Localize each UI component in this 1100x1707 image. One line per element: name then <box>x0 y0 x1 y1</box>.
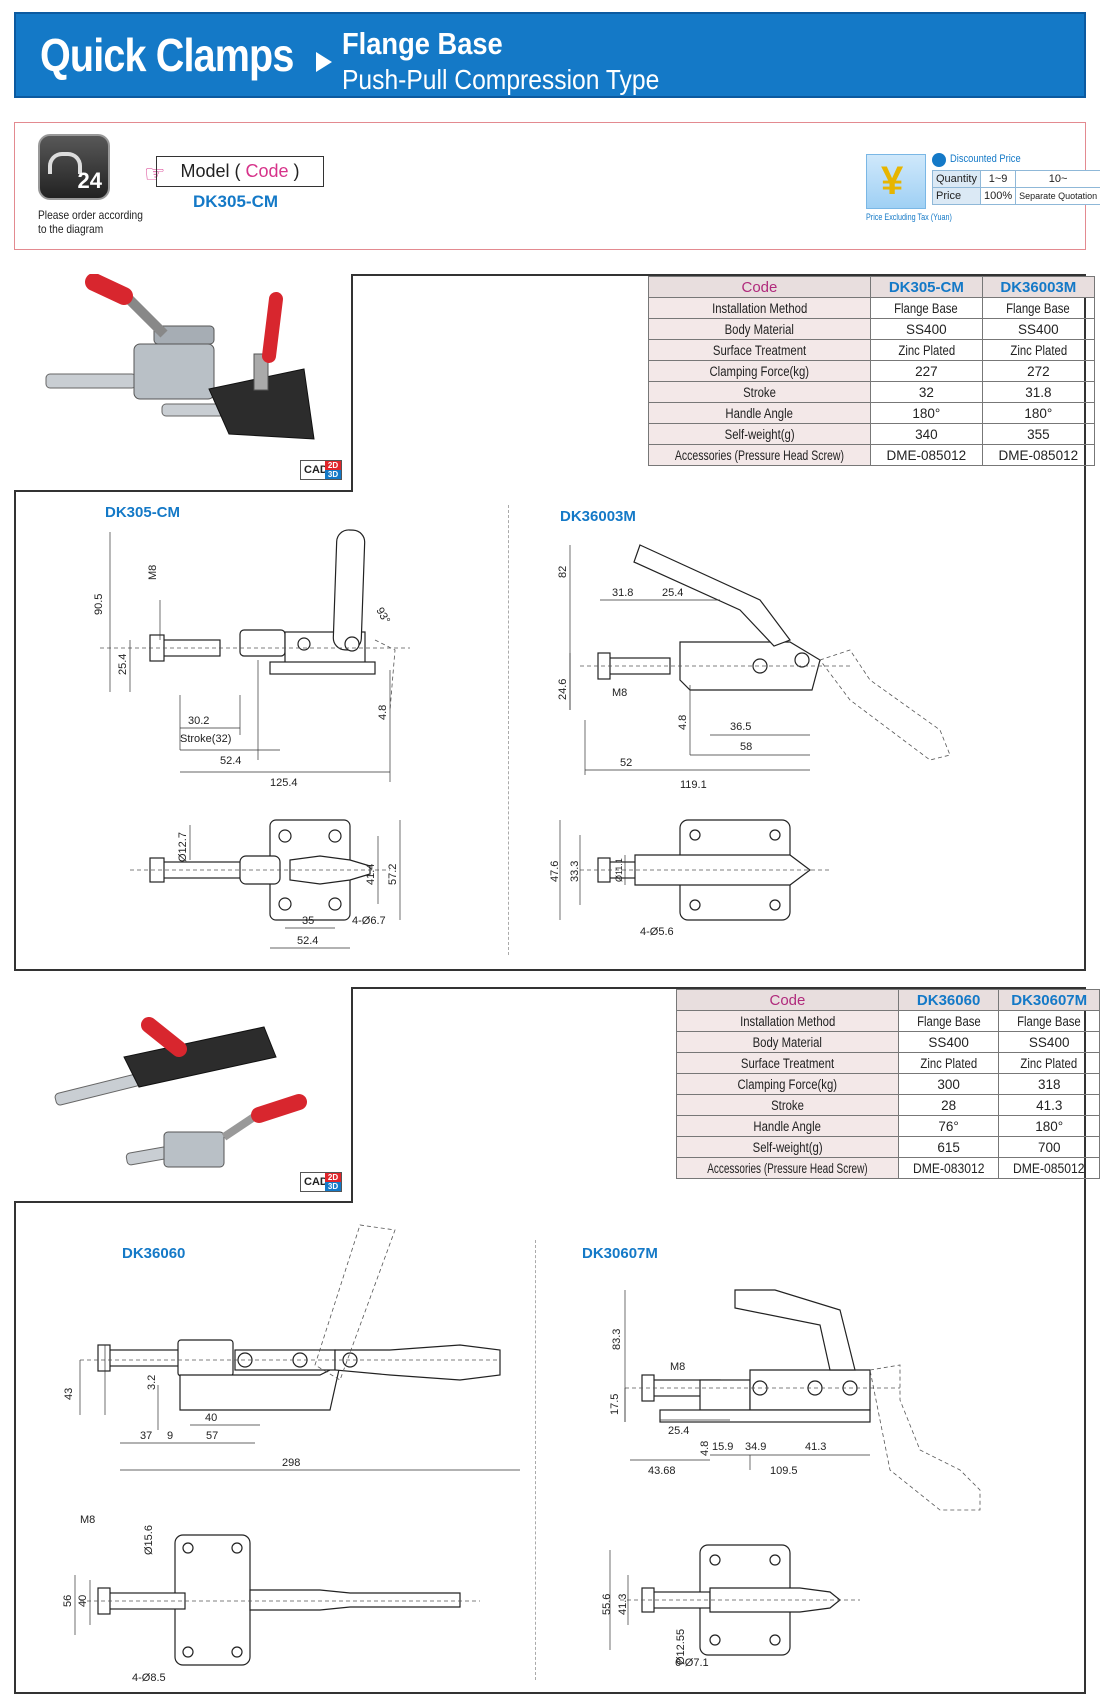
svg-text:36.5: 36.5 <box>730 721 751 733</box>
svg-text:17.5: 17.5 <box>609 1394 621 1415</box>
svg-text:M8: M8 <box>80 1514 95 1526</box>
svg-text:4.8: 4.8 <box>377 705 389 720</box>
svg-text:15.9: 15.9 <box>712 1441 733 1453</box>
pointing-hand-icon: ☞ <box>144 161 166 188</box>
svg-text:125.4: 125.4 <box>270 777 298 789</box>
svg-text:41.3: 41.3 <box>617 1594 629 1615</box>
svg-text:35: 35 <box>302 915 314 927</box>
phone-24h-icon: 24 <box>38 134 110 200</box>
model-value: DK305-CM <box>193 192 279 211</box>
yen-icon: ¥ <box>866 154 926 209</box>
drawing-dk36060: 43 3.2 40 37 9 57 298 M8 Ø15.6 56 40 4-Ø… <box>62 1224 520 1684</box>
svg-text:25.4: 25.4 <box>668 1425 689 1437</box>
drawing-title-dk30607: DK30607M <box>582 1245 658 1262</box>
product-photo-2 <box>14 987 353 1203</box>
svg-text:4.8: 4.8 <box>699 1441 711 1456</box>
svg-text:37: 37 <box>140 1430 152 1442</box>
drawing-title-dk36060: DK36060 <box>122 1245 186 1262</box>
price-dot-icon <box>932 153 946 167</box>
svg-text:55.6: 55.6 <box>601 1594 613 1615</box>
svg-text:52.4: 52.4 <box>297 935 318 947</box>
svg-text:4-Ø6.7: 4-Ø6.7 <box>352 915 386 927</box>
svg-text:4.8: 4.8 <box>677 715 689 730</box>
svg-text:109.5: 109.5 <box>770 1465 798 1477</box>
svg-text:52: 52 <box>620 757 632 769</box>
svg-text:31.8: 31.8 <box>612 587 633 599</box>
svg-text:9: 9 <box>167 1430 173 1442</box>
svg-text:52.4: 52.4 <box>220 755 241 767</box>
svg-text:6-Ø7.1: 6-Ø7.1 <box>675 1657 709 1669</box>
category-title: Flange Base <box>342 26 503 61</box>
order-note: Please order according to the diagram <box>38 208 143 236</box>
svg-text:Ø12.55: Ø12.55 <box>675 1629 687 1665</box>
svg-text:34.9: 34.9 <box>745 1441 766 1453</box>
product-photo-1 <box>14 273 353 492</box>
svg-text:57: 57 <box>206 1430 218 1442</box>
svg-text:Ø11.1: Ø11.1 <box>614 858 624 882</box>
svg-text:3.2: 3.2 <box>146 1375 158 1390</box>
panel-divider <box>508 505 509 955</box>
product-panel-2 <box>14 987 1086 1694</box>
svg-text:41.3: 41.3 <box>805 1441 826 1453</box>
svg-text:119.1: 119.1 <box>680 779 707 791</box>
page-header: Quick Clamps Flange Base Push-Pull Compr… <box>14 12 1086 98</box>
type-title: Push-Pull Compression Type <box>342 64 660 95</box>
svg-text:41.4: 41.4 <box>365 864 377 885</box>
svg-text:4-Ø8.5: 4-Ø8.5 <box>132 1672 166 1684</box>
svg-text:298: 298 <box>282 1457 300 1469</box>
svg-text:25.4: 25.4 <box>662 587 683 599</box>
svg-text:25.4: 25.4 <box>117 654 129 675</box>
svg-text:83.3: 83.3 <box>611 1329 623 1350</box>
price-heading: Discounted Price <box>950 153 1021 165</box>
svg-text:47.6: 47.6 <box>550 861 561 882</box>
title-arrow-icon <box>316 52 332 72</box>
svg-text:56: 56 <box>62 1595 74 1607</box>
drawing-title-dk36003: DK36003M <box>560 508 636 525</box>
svg-text:40: 40 <box>77 1595 89 1607</box>
svg-text:43: 43 <box>63 1388 75 1400</box>
svg-text:Stroke(32): Stroke(32) <box>180 733 231 745</box>
model-code-box: Model ( Code ) <box>156 156 324 187</box>
page-title: Quick Clamps <box>40 29 294 81</box>
svg-text:30.2: 30.2 <box>188 715 209 727</box>
svg-text:M8: M8 <box>670 1361 685 1373</box>
product-panel-1 <box>14 274 1086 971</box>
drawing-dk30607: 83.3 M8 17.5 25.4 4.8 15.9 34.9 41.3 43.… <box>601 1289 981 1669</box>
drawing-dk36003: 82 31.8 25.4 M8 24.6 36.5 4.8 52 58 119.… <box>550 544 951 938</box>
svg-text:82: 82 <box>557 566 569 578</box>
svg-text:M8: M8 <box>612 687 627 699</box>
svg-text:93°: 93° <box>373 606 392 626</box>
price-table: Quantity 1~9 10~ Price 100% Separate Quo… <box>932 170 1100 205</box>
svg-text:90.5: 90.5 <box>93 594 105 615</box>
svg-text:58: 58 <box>740 741 752 753</box>
spec-table-2: Code DK36060 DK30607M Installation Metho… <box>676 989 1100 1179</box>
spec-table-1: Code DK305-CM DK36003M Installation Meth… <box>648 276 1095 466</box>
svg-text:40: 40 <box>205 1412 217 1424</box>
svg-text:57.2: 57.2 <box>387 864 399 885</box>
svg-text:4-Ø5.6: 4-Ø5.6 <box>640 926 674 938</box>
price-note: Price Excluding Tax (Yuan) <box>866 212 952 222</box>
panel-divider <box>535 1240 536 1680</box>
drawing-title-dk305: DK305-CM <box>105 504 181 521</box>
svg-text:M8: M8 <box>147 565 159 580</box>
svg-text:Ø15.6: Ø15.6 <box>143 1525 155 1555</box>
svg-text:43.68: 43.68 <box>648 1465 676 1477</box>
svg-text:33.3: 33.3 <box>569 861 581 882</box>
svg-text:24.6: 24.6 <box>557 679 569 700</box>
drawing-dk305: 90.5 M8 25.4 30.2 Stroke(32) 52.4 125.4 … <box>93 529 410 949</box>
svg-text:Ø12.7: Ø12.7 <box>177 832 189 862</box>
